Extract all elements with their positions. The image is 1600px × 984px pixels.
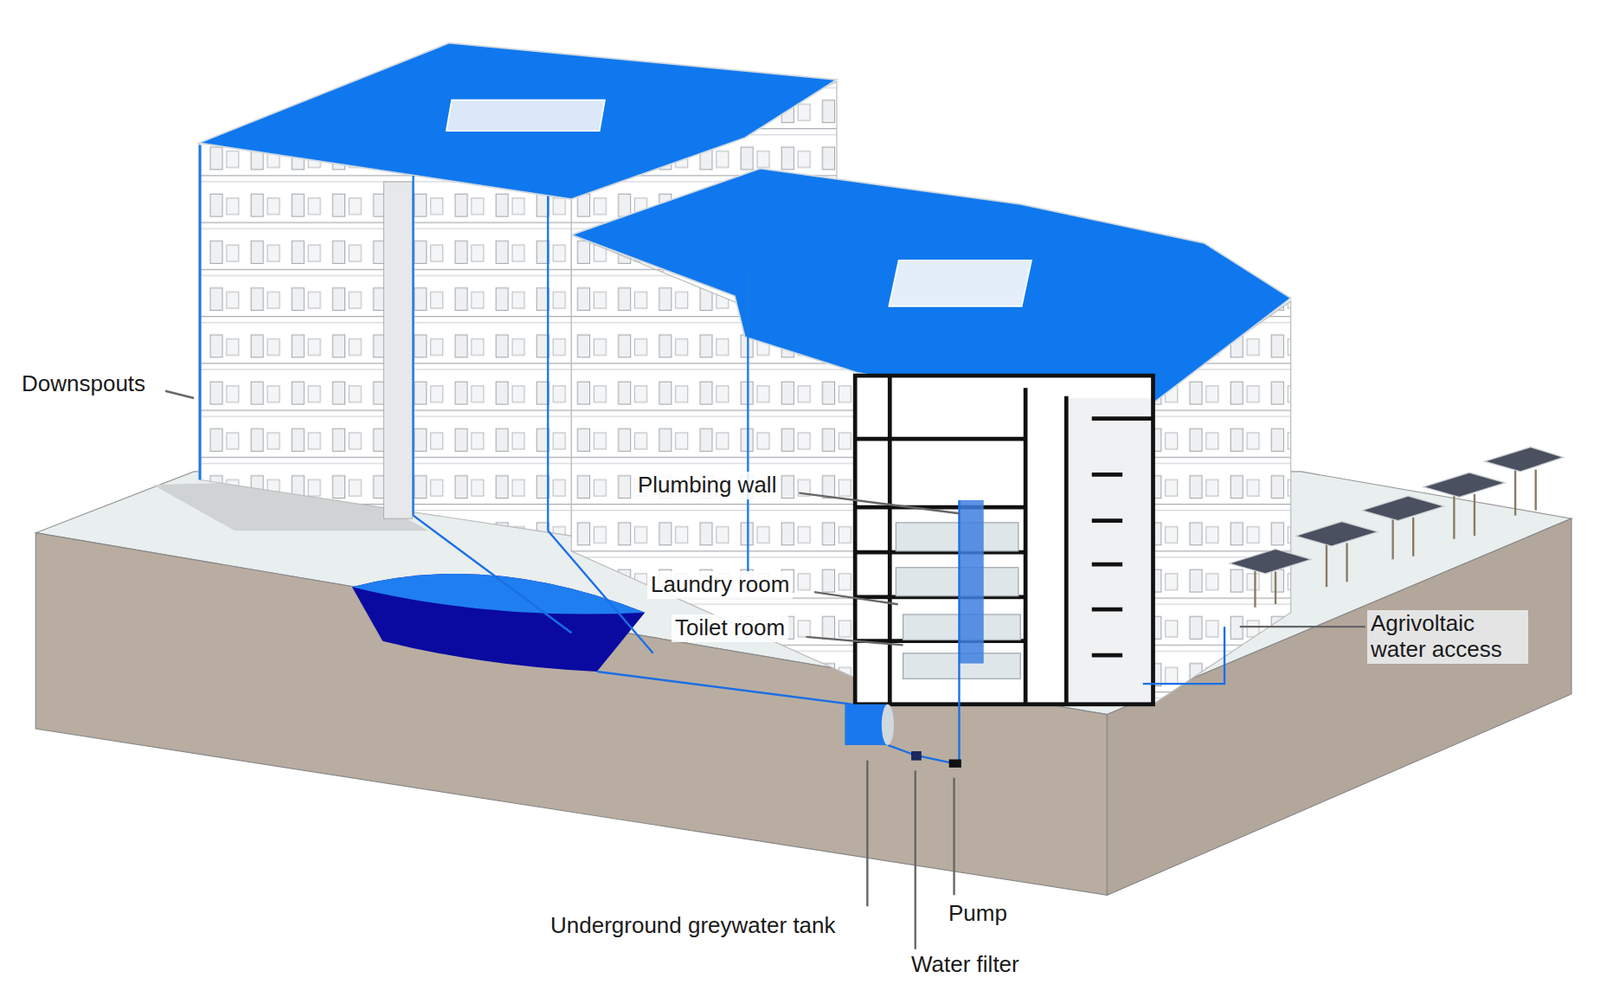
- water-filter-label: Water filter: [907, 951, 1023, 979]
- downspouts-label: Downspouts: [18, 370, 149, 399]
- pump-label: Pump: [944, 899, 1011, 928]
- laundry-room-label: Laundry room: [647, 571, 793, 599]
- toilet-room-label: Toilet room: [671, 614, 789, 643]
- plumbing-wall-label: Plumbing wall: [634, 471, 780, 500]
- greywater-tank-label: Underground greywater tank: [546, 912, 840, 940]
- agrivoltaic-label: Agrivoltaic water access: [1367, 610, 1529, 664]
